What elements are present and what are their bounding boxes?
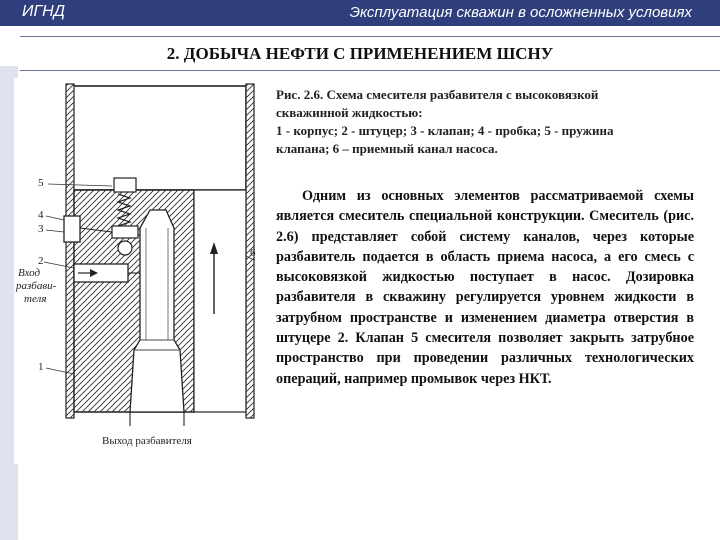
header-bar: ИГНД Эксплуатация скважин в осложненных … bbox=[0, 0, 720, 26]
slide-title: 2. ДОБЫЧА НЕФТИ С ПРИМЕНЕНИЕМ ШСНУ bbox=[166, 44, 554, 63]
label-2: 2 bbox=[38, 255, 44, 267]
caption-line: 1 - корпус; 2 - штуцер; 3 - клапан; 4 - … bbox=[276, 123, 614, 138]
inlet-label-1: Вход bbox=[18, 267, 41, 279]
caption-line: Рис. 2.6. Схема смесителя разбавителя с … bbox=[276, 87, 599, 102]
label-5: 5 bbox=[38, 177, 44, 189]
divider-top bbox=[20, 36, 720, 37]
body-paragraph: Одним из основных элементов рассматривае… bbox=[276, 188, 694, 387]
label-1: 1 bbox=[38, 361, 44, 373]
label-4: 4 bbox=[38, 209, 44, 221]
side-port bbox=[63, 215, 81, 243]
outlet-label: Выход разбавителя bbox=[102, 435, 192, 447]
header-org-label: ИГНД bbox=[22, 3, 65, 20]
valve-ball bbox=[117, 240, 133, 256]
header-course-title: Эксплуатация скважин в осложненных услов… bbox=[349, 4, 692, 21]
label-3: 3 bbox=[38, 223, 44, 235]
mixer-diagram-svg: 5 4 3 2 1 6 Вход разбави- теля Выход раз… bbox=[15, 83, 256, 447]
side-decoration bbox=[0, 66, 18, 540]
figure-caption: Рис. 2.6. Схема смесителя разбавителя с … bbox=[276, 86, 706, 158]
inlet-label-3: теля bbox=[24, 293, 46, 305]
valve-seat bbox=[111, 225, 139, 239]
pump-intake-channel bbox=[193, 189, 247, 413]
caption-line: клапана; 6 – приемный канал насоса. bbox=[276, 141, 498, 156]
valve-spring bbox=[116, 193, 132, 227]
mixer-diagram: 5 4 3 2 1 6 Вход разбави- теля Выход раз… bbox=[14, 78, 258, 464]
valve-plug bbox=[113, 177, 137, 193]
pump-body bbox=[71, 85, 247, 191]
inlet-label-2: разбави- bbox=[15, 280, 57, 292]
caption-line: скважинной жидкостью: bbox=[276, 105, 423, 120]
divider-bottom bbox=[20, 70, 720, 71]
label-6: 6 bbox=[250, 247, 256, 259]
casing-left-wall bbox=[65, 83, 75, 419]
